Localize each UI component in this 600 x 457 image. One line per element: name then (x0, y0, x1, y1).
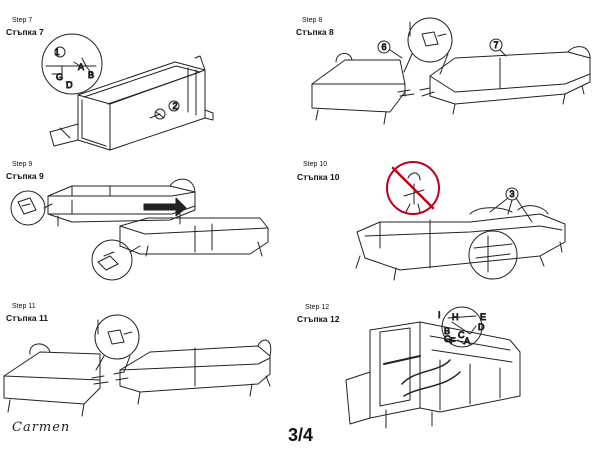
step9-label-en: Step 9 (12, 161, 33, 168)
step12-letter-d: D (478, 322, 485, 332)
step7-label-bg: Стъпка 7 (6, 27, 44, 37)
step10-bed-illustration (355, 161, 566, 281)
step12-backrest-illustration (345, 306, 521, 429)
step12-label-bg: Стъпка 12 (297, 314, 340, 324)
step7-callout-1: 1 (54, 47, 59, 57)
step12-letter-g: G (444, 334, 451, 344)
step7-letter-d: D (66, 80, 73, 90)
step10-callout-3: 3 (509, 189, 514, 199)
step7-label-en: Step 7 (12, 17, 33, 24)
step12-letter-f: F (450, 336, 456, 346)
step7-callout-2: 2 (172, 101, 177, 111)
step7-letter-a: A (78, 62, 84, 72)
step12-letter-i: I (438, 310, 441, 320)
page-number: 3/4 (288, 425, 314, 445)
step11-label-en: Step 11 (12, 303, 36, 310)
step7-frame-illustration (41, 33, 214, 151)
step11-sofa-illustration (3, 314, 272, 417)
step12-letter-c: C (458, 330, 465, 340)
brand-logo: Carmen (12, 420, 71, 435)
step8-callout-7: 7 (493, 40, 498, 50)
step12-letter-a: A (464, 336, 470, 346)
step8-callout-6: 6 (381, 42, 386, 52)
step8-label-en: Step 8 (302, 17, 323, 24)
step12-letter-b: B (444, 326, 450, 336)
step10-label-en: Step 10 (303, 161, 328, 168)
step9-sofa-illustration (10, 178, 269, 281)
step7-letter-b: B (88, 70, 94, 80)
step11-label-bg: Стъпка 11 (6, 313, 48, 323)
step8-sofa-illustration (311, 17, 591, 125)
step12-label-en: Step 12 (305, 304, 330, 311)
step8-label-bg: Стъпка 8 (296, 27, 334, 37)
step7-letter-g: G (56, 72, 63, 82)
step9-label-bg: Стъпка 9 (6, 171, 44, 181)
step12-letter-h: H (452, 312, 459, 322)
step12-letter-e: E (480, 312, 486, 322)
step10-label-bg: Стъпка 10 (297, 172, 340, 182)
